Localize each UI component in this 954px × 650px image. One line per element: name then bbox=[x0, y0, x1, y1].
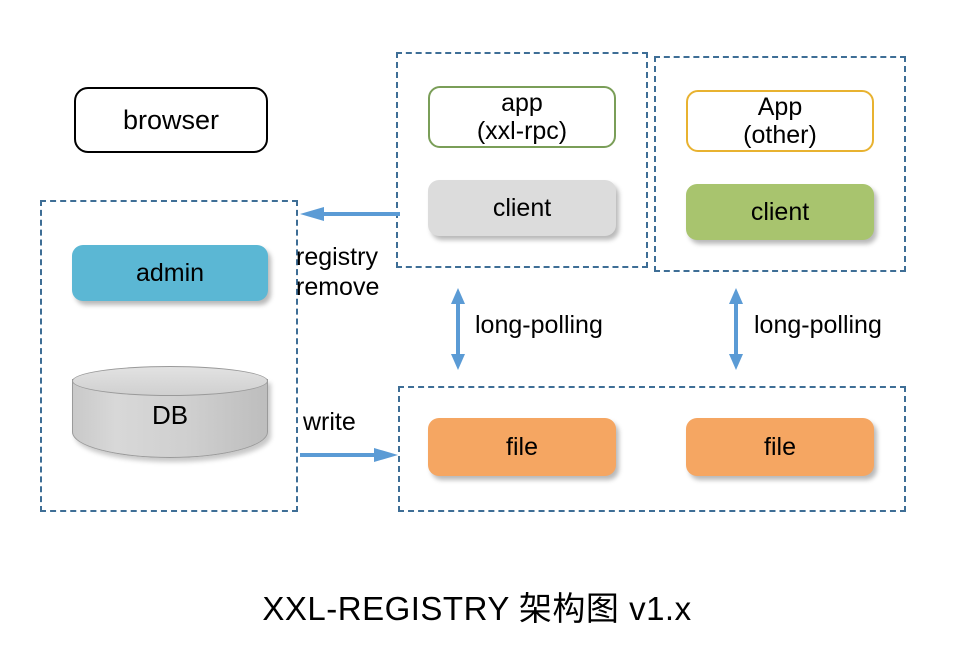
app-other-node: App (other) bbox=[686, 90, 874, 152]
registry-remove-label: registry remove bbox=[296, 243, 380, 301]
client-rpc-node: client bbox=[428, 180, 616, 236]
write-arrow bbox=[300, 446, 400, 464]
admin-node: admin bbox=[72, 245, 268, 301]
browser-node: browser bbox=[74, 87, 268, 153]
app-other-group bbox=[654, 56, 906, 272]
long-polling-right-arrow bbox=[727, 288, 745, 370]
file-left-node: file bbox=[428, 418, 616, 476]
long-polling-left-arrow bbox=[449, 288, 467, 370]
long-polling-left-label: long-polling bbox=[475, 311, 603, 339]
file-right-node: file bbox=[686, 418, 874, 476]
diagram-title: XXL-REGISTRY 架构图 v1.x bbox=[262, 590, 692, 627]
app-rpc-node: app (xxl-rpc) bbox=[428, 86, 616, 148]
write-label: write bbox=[303, 408, 356, 436]
db-node: DB bbox=[72, 366, 268, 458]
file-store-group bbox=[398, 386, 906, 512]
long-polling-right-label: long-polling bbox=[754, 311, 882, 339]
db-label: DB bbox=[151, 400, 189, 430]
db-cylinder-top bbox=[72, 366, 268, 396]
registry-remove-arrow bbox=[298, 205, 400, 223]
client-other-node: client bbox=[686, 184, 874, 240]
registry-server-group bbox=[40, 200, 298, 512]
app-rpc-group bbox=[396, 52, 648, 268]
